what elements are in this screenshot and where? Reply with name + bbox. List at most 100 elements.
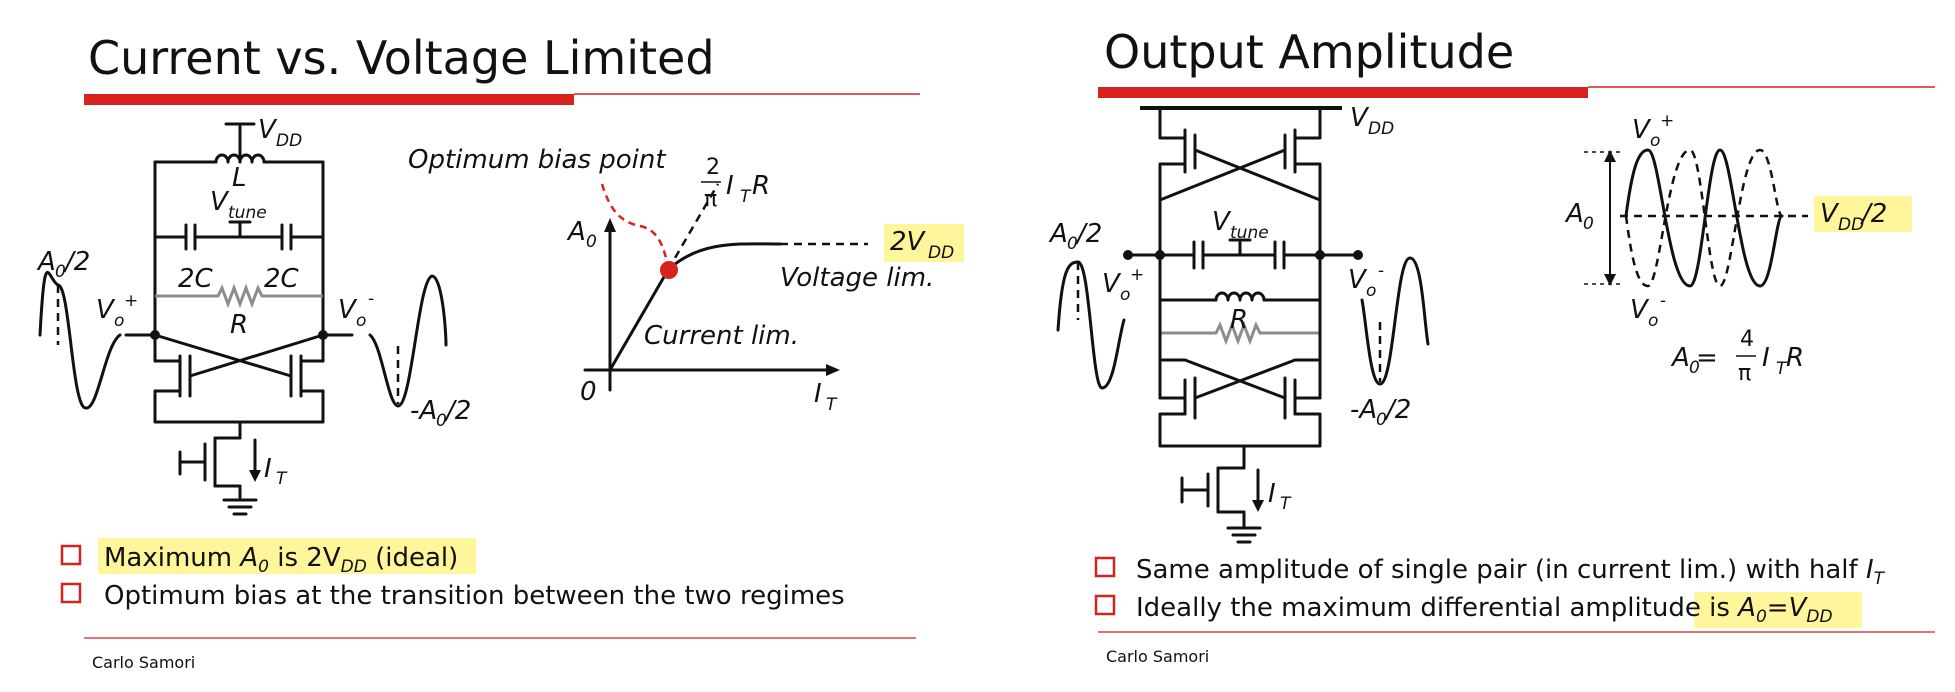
slide-1-bullets: Maximum A0 is 2VDD (ideal) Optimum bias …: [60, 538, 845, 611]
slide-1-waveform-left: [38, 270, 122, 410]
slide-1-title-bar: [84, 94, 574, 105]
vop-waveform: [1624, 148, 1784, 288]
vop-label: V: [96, 295, 116, 325]
cap-left-label: 2C: [178, 264, 214, 294]
slide-1-footer: Carlo Samori: [92, 653, 195, 672]
a0half-rest-2: /2: [1075, 219, 1102, 249]
resistor-label-2: R: [1230, 305, 1248, 335]
origin-label: 0: [580, 377, 597, 407]
bullet-box-icon: [60, 544, 82, 566]
wave-a0-label: A: [1564, 199, 1584, 229]
eq-i: I: [1762, 343, 1770, 373]
wave-von-label: V: [1630, 295, 1650, 325]
it-label: I: [264, 454, 272, 484]
eq-den: π: [1738, 361, 1751, 386]
a0half-sub: 0: [55, 262, 66, 282]
vtune-sub: tune: [228, 203, 267, 223]
wave-vdd2-sub: DD: [1838, 215, 1864, 235]
a0half-label: A: [36, 247, 56, 277]
vtune-label-2: V: [1212, 207, 1232, 237]
resistor-label: R: [230, 310, 248, 340]
vtune-sub-2: tune: [1230, 223, 1269, 243]
von-sup: -: [368, 289, 374, 309]
voltage-lim-label: Voltage lim.: [780, 263, 934, 293]
a0half-label-2: A: [1048, 219, 1068, 249]
von-label-2: V: [1348, 265, 1368, 295]
optimum-bias-point-marker: [660, 261, 678, 279]
vdd-sub: DD: [276, 131, 302, 151]
slide-2-waveform-left: [1056, 260, 1126, 390]
slide-2-title-bar: [1098, 87, 1588, 98]
slide-2-inductor: [1214, 291, 1266, 302]
eq-num: 4: [1740, 327, 1754, 352]
vdd-sub-2: DD: [1368, 119, 1394, 139]
eq-equals: =: [1696, 343, 1718, 373]
wave-vdd2-label: V: [1820, 199, 1840, 229]
slide-1: Current vs. Voltage Limited: [36, 31, 964, 672]
slide-2-footer: Carlo Samori: [1106, 647, 1209, 666]
eq-a: A: [1670, 343, 1690, 373]
slide-1-lc-oscillator-circuit: V DD L V tune 2C 2C R V o + V o - A 0 /2…: [36, 115, 471, 516]
it-sub: T: [276, 469, 288, 489]
optimum-bias-label: Optimum bias point: [408, 145, 666, 175]
vop-sub-2: o: [1120, 285, 1130, 305]
bullet-box-icon: [1094, 594, 1116, 616]
a0half-sub-2: 0: [1067, 234, 1078, 254]
von-waveform: [1624, 148, 1784, 288]
vop-sup: +: [124, 291, 138, 311]
slide-2-bullet-1: Same amplitude of single pair (in curren…: [1136, 555, 1886, 589]
von-label: V: [338, 295, 358, 325]
wave-a0-sub: 0: [1583, 214, 1594, 234]
slope-t: T: [740, 187, 752, 207]
eq-t: T: [1776, 359, 1788, 379]
wave-vop-label: V: [1632, 115, 1652, 145]
bullet-box-icon: [1094, 556, 1116, 578]
vop-sub: o: [114, 311, 124, 331]
slide-2-differential-waveform: V o + V o - A 0 V DD /2 A 0 = 4 π I T R: [1564, 111, 1912, 386]
vop-label-2: V: [1102, 269, 1122, 299]
a0half-rest: /2: [63, 247, 90, 277]
eq-sub: 0: [1689, 358, 1700, 378]
it-sub-2: T: [1280, 494, 1292, 514]
na0half-rest: /2: [444, 396, 471, 426]
slide-2-bullet-2: Ideally the maximum differential amplitu…: [1136, 593, 1833, 627]
slide-1-inductor: [214, 153, 266, 164]
slide-2-resistor: [1160, 320, 1320, 346]
von-sup-2: -: [1378, 261, 1384, 281]
it-label-2: I: [1268, 479, 1276, 509]
slope-r: R: [752, 171, 770, 201]
slide-1-bullet-1: Maximum A0 is 2VDD (ideal): [104, 543, 458, 577]
slide-1-waveform-right: [368, 274, 448, 408]
cap-right-label: 2C: [264, 264, 300, 294]
slope-frac-den: π: [704, 187, 717, 212]
x-axis-label: I: [814, 379, 822, 409]
inductor-label: L: [232, 163, 247, 193]
na0half-sub-2: 0: [1376, 410, 1387, 430]
vtune-label: V: [210, 187, 230, 217]
bullet-box-icon: [60, 582, 82, 604]
vdd-label: V: [258, 115, 278, 145]
wave-vop-sub: o: [1650, 131, 1660, 151]
wave-vdd2-rest: /2: [1860, 199, 1887, 229]
slide-1-title: Current vs. Voltage Limited: [88, 31, 715, 85]
slide-2-waveform-right: [1360, 256, 1430, 386]
slide-1-bullet-2: Optimum bias at the transition between t…: [104, 581, 845, 611]
na0half-sub: 0: [436, 411, 447, 431]
slide-2-bullets: Same amplitude of single pair (in curren…: [1094, 555, 1886, 628]
von-sub-2: o: [1366, 281, 1376, 301]
vop-sup-2: +: [1130, 265, 1144, 285]
x-axis-sub: T: [826, 395, 838, 415]
slide-2-title: Output Amplitude: [1104, 25, 1514, 79]
wave-von-sup: -: [1660, 291, 1666, 311]
two-vdd-label: 2V: [890, 227, 927, 257]
two-vdd-sub: DD: [928, 243, 954, 263]
wave-von-sub: o: [1648, 311, 1658, 331]
na0half-label: -A: [410, 396, 437, 426]
von-sub: o: [356, 311, 366, 331]
slope-i: I: [726, 171, 734, 201]
vdd-label-2: V: [1350, 103, 1370, 133]
current-lim-label: Current lim.: [644, 321, 799, 351]
eq-r: R: [1786, 343, 1804, 373]
slide-1-amplitude-graph: Optimum bias point 2 π I T R A 0 0 I T 2…: [408, 145, 964, 415]
